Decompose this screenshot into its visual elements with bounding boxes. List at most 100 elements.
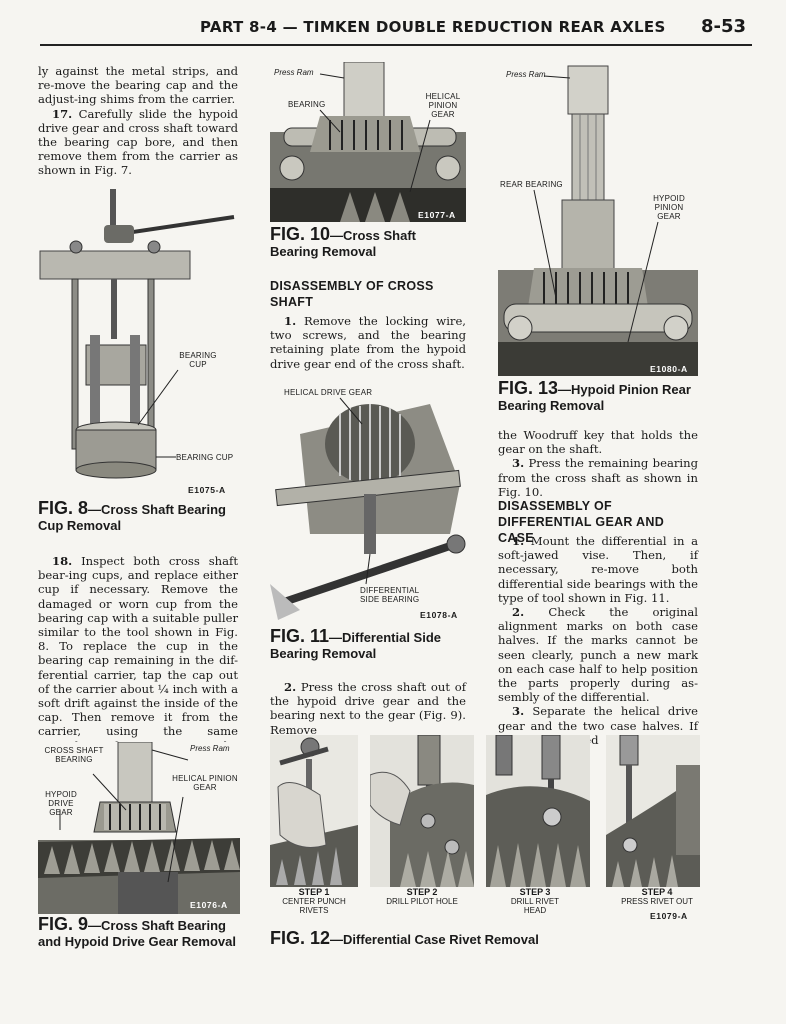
paragraph-text: Inspect both cross shaft bear-ing cups, … xyxy=(38,554,238,767)
step-description: CENTER PUNCH RIVETS xyxy=(282,897,346,915)
paragraph-17: 17. Carefully slide the hypoid drive gea… xyxy=(38,107,238,178)
step-title: STEP 4 xyxy=(641,887,673,897)
figure-11-caption: FIG. 11—Differential Side Bearing Remova… xyxy=(270,626,466,662)
paragraph-1: 1. Remove the locking wire, two screws, … xyxy=(270,314,466,371)
paragraph-text: Press the cross shaft out of the hypoid … xyxy=(270,680,466,737)
cross-shaft-bearing-photo xyxy=(270,62,466,222)
paragraph-text: Press the remaining bearing from the cro… xyxy=(498,456,698,499)
step-2-photo xyxy=(370,735,474,887)
step-title: STEP 1 xyxy=(298,887,330,897)
figure-13: Press Ram REAR BEARING HYPOID PINION GEA… xyxy=(498,62,698,376)
col1-mid-text: 18. Inspect both cross shaft bear-ing cu… xyxy=(38,554,238,767)
label-helical-pinion-gear: HELICAL PINION GEAR xyxy=(172,774,238,792)
figure-code: E1078-A xyxy=(420,610,458,620)
figure-code: E1079-A xyxy=(650,911,688,921)
step-1-photo xyxy=(270,735,358,887)
label-rear-bearing: REAR BEARING xyxy=(500,180,563,189)
paragraph-text: Carefully slide the hypoid drive gear an… xyxy=(38,106,238,178)
paragraph-2: 2. Check the original alignment marks on… xyxy=(498,605,698,704)
col3-text-1: the Woodruff key that holds the gear on … xyxy=(498,428,698,499)
step-number: 2. xyxy=(512,605,525,620)
col2-text-2: 2. Press the cross shaft out of the hypo… xyxy=(270,680,466,737)
figure-13-caption: FIG. 13—Hypoid Pinion Rear Bearing Remov… xyxy=(498,378,698,414)
figure-caption-text: —Differential Case Rivet Removal xyxy=(330,932,539,947)
figure-code: E1075-A xyxy=(188,485,226,495)
label-bearing: BEARING xyxy=(288,100,326,109)
col3-text-2: 1. Mount the differential in a soft-jawe… xyxy=(498,534,698,761)
paragraph-18: 18. Inspect both cross shaft bear-ing cu… xyxy=(38,554,238,767)
paragraph-3: 3. Press the remaining bearing from the … xyxy=(498,456,698,499)
step-number: 1. xyxy=(284,314,297,328)
figure-10-caption: FIG. 10—Cross Shaft Bearing Removal xyxy=(270,224,466,260)
paragraph-2: 2. Press the cross shaft out of the hypo… xyxy=(270,680,466,737)
figure-code: E1077-A xyxy=(418,210,456,220)
figure-caption-text: —Cross Shaft Bearing Removal xyxy=(270,228,416,259)
label-helical-drive-gear: HELICAL DRIVE GEAR xyxy=(284,388,373,397)
figure-code: E1080-A xyxy=(650,364,688,374)
step-description: DRILL RIVET HEAD xyxy=(510,897,560,915)
cup-puller-illustration xyxy=(38,185,238,495)
label-differential-side-bearing: DIFFERENTIAL SIDE BEARING xyxy=(360,586,420,604)
step-number: 3. xyxy=(512,456,525,471)
figure-number: FIG. 9 xyxy=(38,914,89,934)
col1-top-text: ly against the metal strips, and re-move… xyxy=(38,64,238,178)
figure-8-caption: FIG. 8—Cross Shaft Bearing Cup Removal xyxy=(38,498,238,534)
label-hypoid-drive-gear: HYPOID DRIVE GEAR xyxy=(45,790,77,817)
step-number: 1. xyxy=(512,534,525,548)
label-bearing-cup: BEARING CUP xyxy=(176,453,234,462)
page-number: 8-53 xyxy=(700,16,746,37)
figure-8: BEARING CUP BEARING CUP E1075-A xyxy=(38,185,238,495)
figure-caption-text: —Hypoid Pinion Rear Bearing Removal xyxy=(498,382,691,413)
figure-number: FIG. 11 xyxy=(270,626,330,646)
step-number: 3. xyxy=(512,704,525,719)
figure-caption-text: —Cross Shaft Bearing Cup Removal xyxy=(38,502,226,533)
figure-9: CROSS SHAFT BEARING Press Ram HELICAL PI… xyxy=(38,742,240,914)
step-number: 18. xyxy=(52,554,73,568)
label-press-ram: Press Ram xyxy=(274,68,314,77)
step-description: DRILL PILOT HOLE xyxy=(386,897,458,906)
figure-caption-text: —Cross Shaft Bearing and Hypoid Drive Ge… xyxy=(38,918,236,949)
step-description: PRESS RIVET OUT xyxy=(621,897,693,906)
step-3-photo xyxy=(486,735,590,887)
paragraph-text: Mount the differential in a soft-jawed v… xyxy=(498,534,698,605)
paragraph-text: Remove the locking wire, two screws, and… xyxy=(270,314,466,371)
paragraph-text: Check the original alignment marks on bo… xyxy=(498,605,698,705)
label-cross-shaft-bearing: CROSS SHAFT BEARING xyxy=(44,746,104,764)
paragraph-continued: ly against the metal strips, and re-move… xyxy=(38,64,238,107)
hypoid-drive-gear-photo xyxy=(38,742,240,914)
figure-code: E1076-A xyxy=(190,900,228,910)
step-title: STEP 3 xyxy=(519,887,551,897)
step-title: STEP 2 xyxy=(406,887,438,897)
paragraph-continued: the Woodruff key that holds the gear on … xyxy=(498,428,698,457)
label-bearing-cup: BEARING CUP xyxy=(179,351,217,369)
step-number: 2. xyxy=(284,680,297,694)
figure-11: HELICAL DRIVE GEAR DIFFERENTIAL SIDE BEA… xyxy=(270,384,466,624)
label-hypoid-pinion-gear: HYPOID PINION GEAR xyxy=(653,194,685,221)
page-header-title: PART 8-4 — TIMKEN DOUBLE REDUCTION REAR … xyxy=(200,18,666,36)
paragraph-1: 1. Mount the differential in a soft-jawe… xyxy=(498,534,698,605)
col2-text-1: 1. Remove the locking wire, two screws, … xyxy=(270,314,466,371)
hypoid-pinion-bearing-photo xyxy=(498,62,698,376)
step-number: 17. xyxy=(52,106,73,121)
figure-number: FIG. 8 xyxy=(38,498,89,518)
step-4-photo xyxy=(606,735,700,887)
section-heading: DISASSEMBLY OF CROSS SHAFT xyxy=(270,279,434,309)
figure-9-caption: FIG. 9—Cross Shaft Bearing and Hypoid Dr… xyxy=(38,914,243,950)
label-press-ram: Press Ram xyxy=(190,744,230,753)
figure-caption-text: —Differential Side Bearing Removal xyxy=(270,630,441,661)
section-heading: DISASSEMBLY OF DIFFERENTIAL GEAR AND CAS… xyxy=(498,499,665,545)
figure-number: FIG. 10 xyxy=(270,224,331,244)
page-header: PART 8-4 — TIMKEN DOUBLE REDUCTION REAR … xyxy=(40,14,752,46)
figure-10: Press Ram BEARING HELICAL PINION GEAR E1… xyxy=(270,62,466,222)
label-press-ram: Press Ram xyxy=(506,70,546,79)
figure-12-caption: FIG. 12—Differential Case Rivet Removal xyxy=(270,928,700,948)
figure-12 xyxy=(270,735,700,890)
figure-number: FIG. 13 xyxy=(498,378,559,398)
figure-number: FIG. 12 xyxy=(270,928,331,948)
side-bearing-puller-photo xyxy=(270,384,466,624)
label-helical-pinion-gear: HELICAL PINION GEAR xyxy=(425,92,461,119)
